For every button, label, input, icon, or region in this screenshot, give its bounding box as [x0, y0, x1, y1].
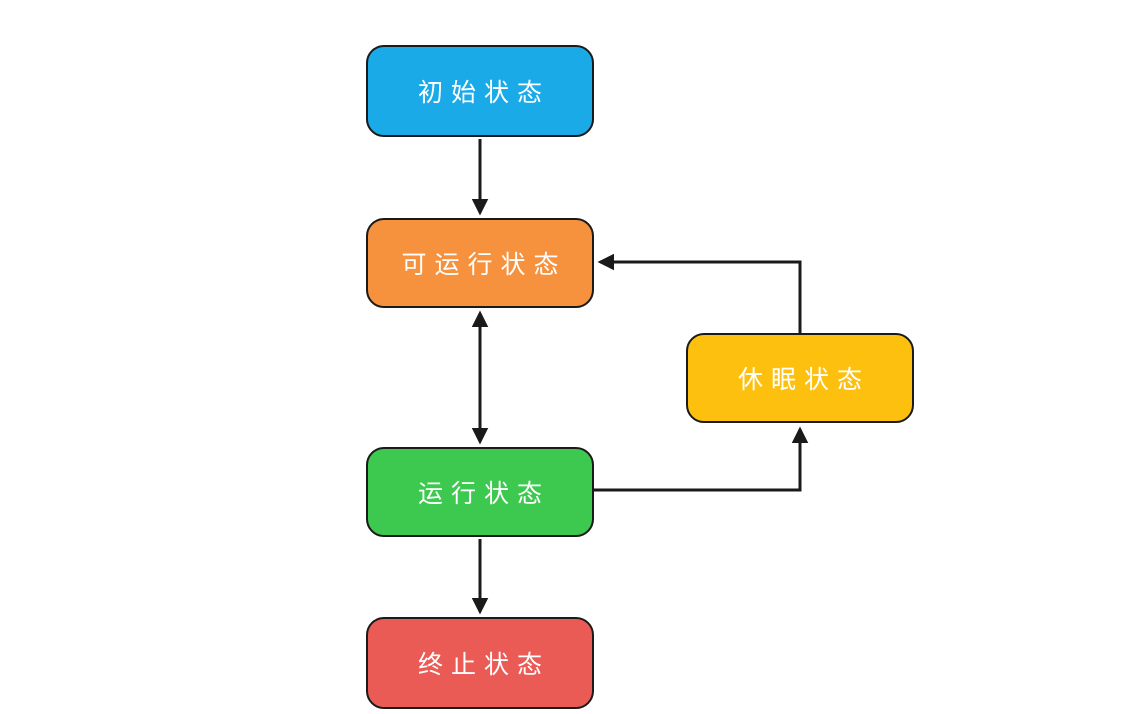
node-runnable-state-label: 可运行状态: [401, 251, 567, 279]
node-running-state: 运行状态: [366, 447, 594, 537]
node-sleeping-state-label: 休眠状态: [737, 366, 870, 394]
arrow-sleeping-to-runnable: [597, 253, 802, 333]
node-initial-state: 初始状态: [366, 45, 594, 137]
node-sleeping-state: 休眠状态: [686, 333, 914, 423]
node-initial-state-label: 初始状态: [417, 79, 550, 107]
node-terminated-state-label: 终止状态: [417, 651, 550, 679]
node-terminated-state: 终止状态: [366, 617, 594, 709]
node-runnable-state: 可运行状态: [366, 218, 594, 308]
arrow-running-to-sleeping: [594, 426, 809, 492]
node-running-state-label: 运行状态: [417, 480, 550, 508]
